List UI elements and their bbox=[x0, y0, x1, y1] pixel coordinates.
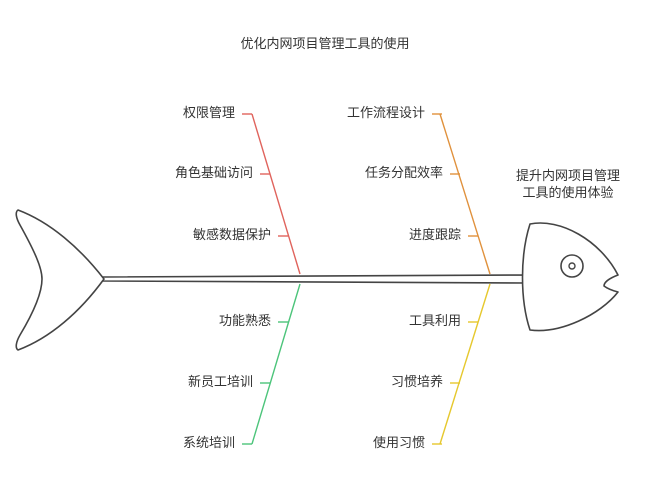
bone-top-left bbox=[251, 113, 301, 275]
cause-task-allocation-efficiency: 任务分配效率 bbox=[364, 166, 443, 181]
cause-feature-familiarity: 功能熟悉 bbox=[218, 314, 271, 329]
ticks-top-left bbox=[242, 113, 288, 237]
effect-line-1: 提升内网项目管理 bbox=[515, 169, 620, 184]
cause-system-training: 系统培训 bbox=[182, 436, 235, 451]
cause-tool-utilization: 工具利用 bbox=[408, 314, 461, 329]
ticks-top-right bbox=[432, 113, 478, 237]
cause-usage-habits: 使用习惯 bbox=[372, 436, 425, 451]
cause-permission-management: 权限管理 bbox=[182, 106, 235, 121]
bone-bottom-right bbox=[439, 283, 491, 445]
cause-habit-cultivation: 习惯培养 bbox=[390, 375, 443, 390]
ticks-bottom-right bbox=[432, 321, 478, 445]
spine bbox=[102, 274, 529, 284]
cause-workflow-design: 工作流程设计 bbox=[346, 106, 425, 121]
fish-tail bbox=[15, 209, 105, 351]
cause-progress-tracking: 进度跟踪 bbox=[408, 228, 461, 243]
effect-line-2: 工具的使用体验 bbox=[522, 186, 614, 201]
effect-label: 提升内网项目管理 工具的使用体验 bbox=[498, 168, 638, 202]
cause-sensitive-data-protection: 敏感数据保护 bbox=[192, 228, 271, 243]
diagram-title: 优化内网项目管理工具的使用 bbox=[240, 37, 410, 52]
bone-top-right bbox=[439, 113, 491, 275]
cause-new-employee-training: 新员工培训 bbox=[187, 375, 253, 390]
cause-role-based-access: 角色基础访问 bbox=[174, 166, 253, 181]
ticks-bottom-left bbox=[242, 321, 288, 445]
bone-bottom-left bbox=[251, 283, 301, 445]
fish-pupil bbox=[568, 262, 576, 270]
